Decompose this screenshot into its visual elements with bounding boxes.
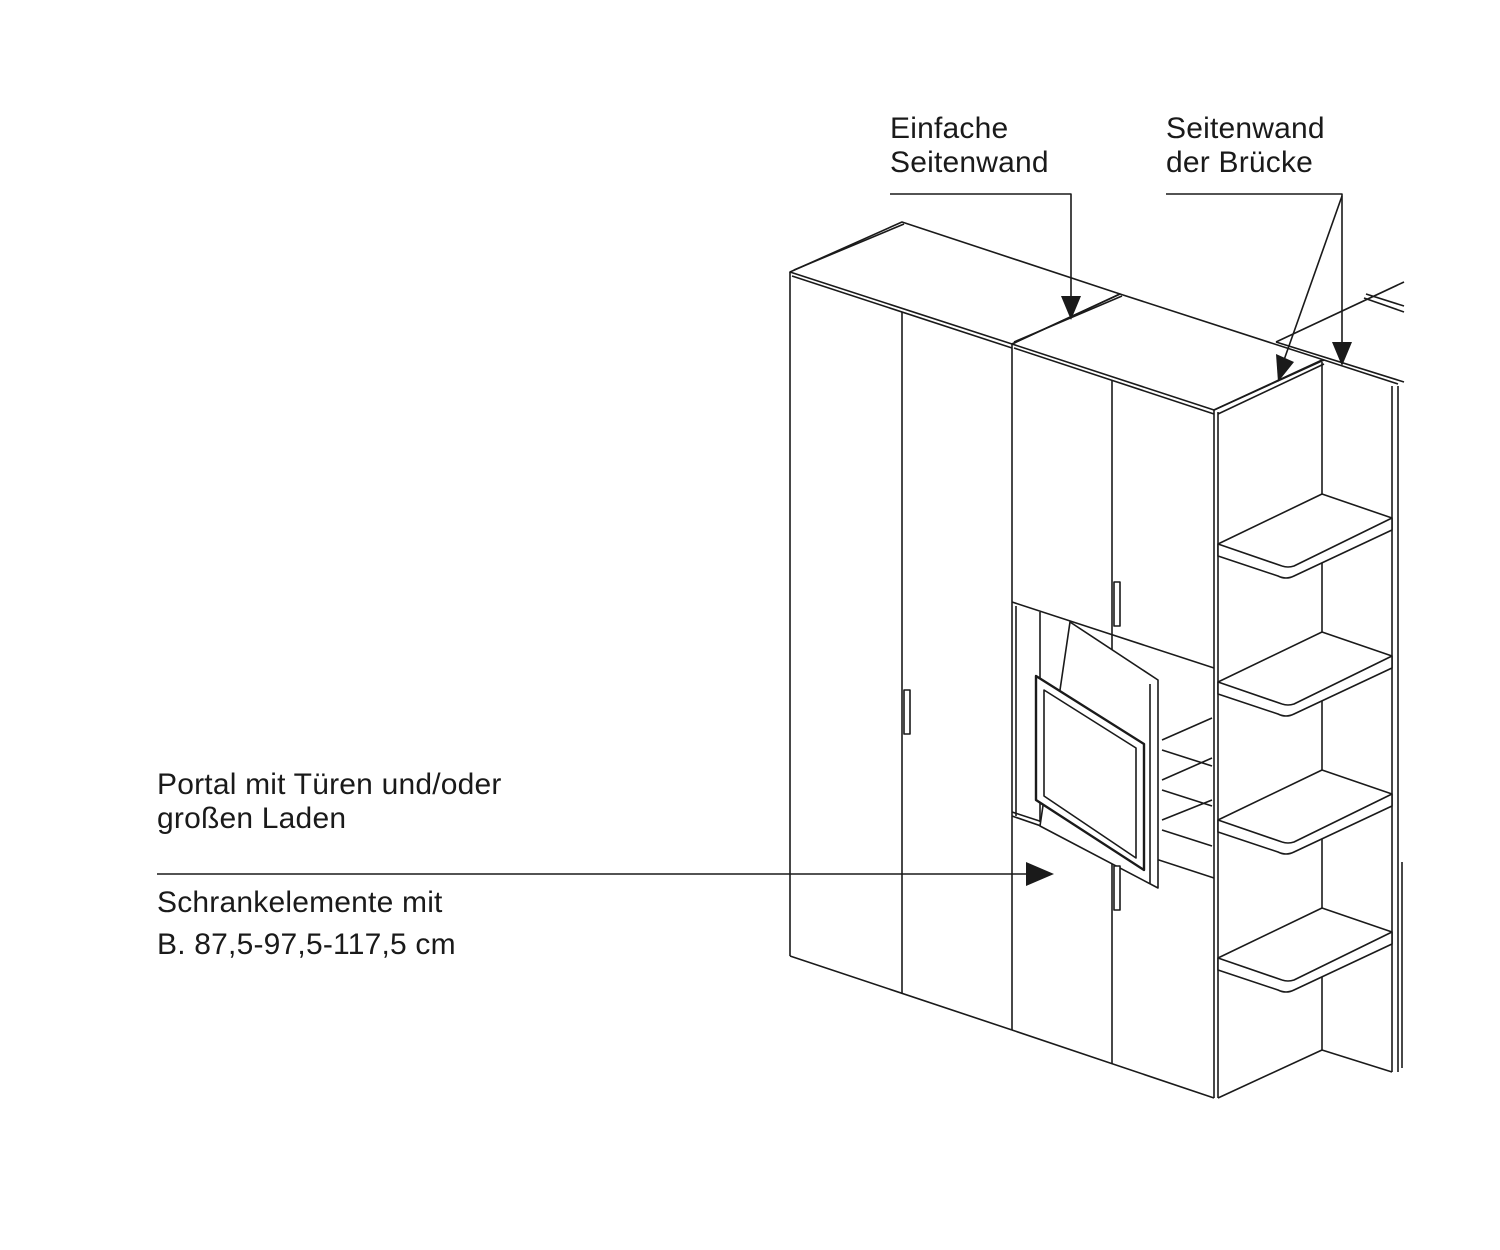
shelf [1217, 769, 1393, 855]
label-seitenwand-bruecke: Seitenwand der Brücke [1166, 112, 1325, 180]
bridge-shelving [1213, 281, 1405, 1099]
label-einfache-seitenwand: Einfache Seitenwand [890, 112, 1049, 180]
leader-einfache-seitenwand [890, 193, 1081, 320]
door-handle-icon [1113, 865, 1121, 911]
shelf [1217, 631, 1393, 717]
shelf [1217, 907, 1393, 993]
arrow-icon [1276, 354, 1294, 382]
door-handle-icon [903, 689, 911, 735]
label-line: Schrankelemente mit [157, 886, 443, 919]
shelf [1217, 493, 1393, 579]
label-line: Seitenwand [890, 146, 1049, 179]
leader-seitenwand-bruecke [1166, 193, 1352, 382]
label-schrankelemente: Schrankelemente mit B. 87,5-97,5-117,5 c… [157, 882, 456, 966]
label-line: Portal mit Türen und/oder [157, 768, 502, 801]
label-portal: Portal mit Türen und/oder großen Laden [157, 768, 502, 836]
door-handle-icon [1113, 581, 1121, 627]
leader-portal [157, 862, 1054, 886]
label-line: B. 87,5-97,5-117,5 cm [157, 928, 456, 961]
arrow-icon [1026, 862, 1054, 886]
label-line: Seitenwand [1166, 112, 1325, 145]
arrow-icon [1332, 342, 1352, 366]
label-line: Einfache [890, 112, 1009, 145]
middle-cabinet [1011, 293, 1325, 1099]
label-line: großen Laden [157, 802, 347, 835]
label-line: der Brücke [1166, 146, 1314, 179]
arrow-icon [1061, 296, 1081, 320]
